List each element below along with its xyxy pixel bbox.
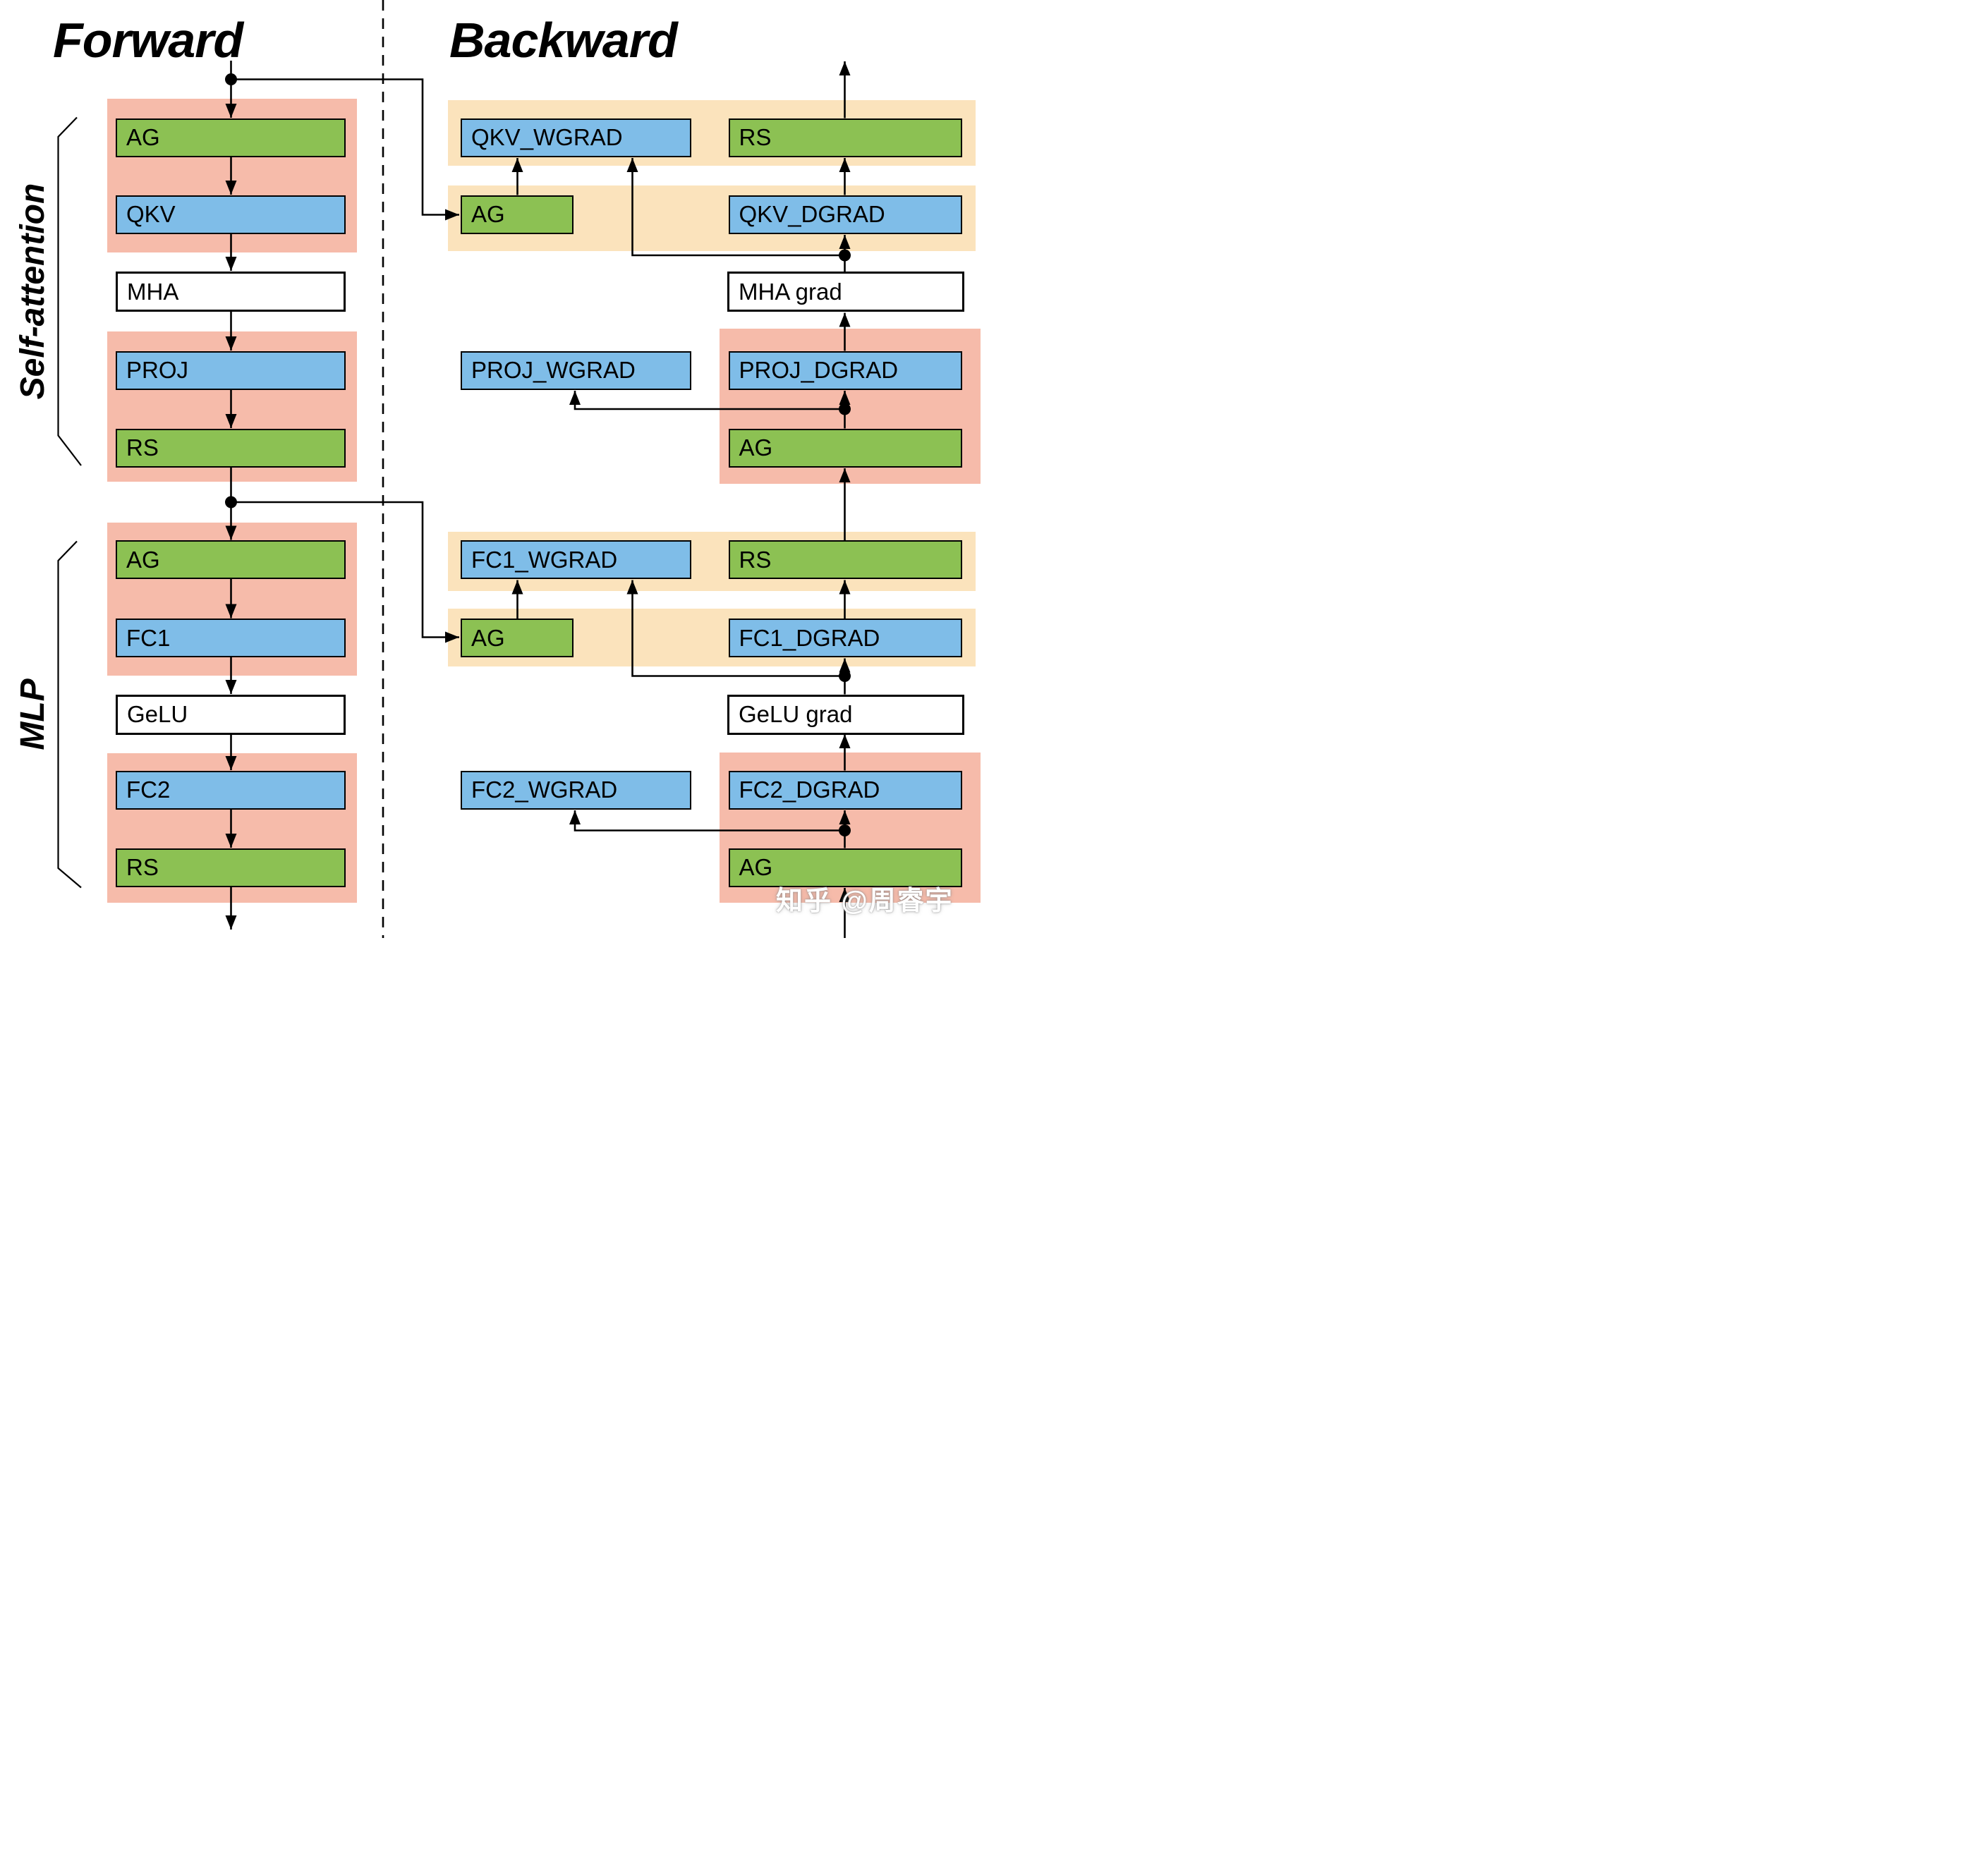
mlp-bracket [57, 540, 82, 889]
mlp-label: MLP [14, 678, 51, 750]
forward-reducescatter-box-2: RS [116, 848, 346, 887]
transformer-tensor-parallel-diagram: Forward Backward Self-attention MLP AG Q… [0, 0, 989, 938]
forward-qkv-box: QKV [116, 195, 346, 234]
backward-qkv-dgrad-box: QKV_DGRAD [728, 195, 962, 234]
branch-dot-proj-grad [839, 403, 851, 415]
forward-fc1-box: FC1 [116, 619, 346, 657]
branch-to-fc2-wgrad [569, 810, 845, 832]
backward-gelu-grad-box: GeLU grad [727, 694, 964, 735]
self-attention-label: Self-attention [14, 183, 51, 400]
connector-input-to-backward-ag1 [231, 78, 459, 221]
forward-proj-box: PROJ [116, 351, 346, 390]
backward-proj-wgrad-box: PROJ_WGRAD [461, 351, 691, 390]
backward-allgather-box-2: AG [728, 428, 962, 468]
backward-fc2-wgrad-box: FC2_WGRAD [461, 770, 691, 810]
forward-mha-box: MHA [116, 272, 346, 312]
diagram-connectors [57, 0, 851, 938]
self-attention-bracket [57, 116, 82, 466]
backward-allgather-box-4: AG [728, 848, 962, 887]
branch-dot-forward-residual [225, 496, 237, 508]
backward-title: Backward [449, 13, 678, 68]
branch-to-proj-wgrad [569, 391, 845, 410]
branch-dot-gelu-grad [839, 670, 851, 682]
forward-reducescatter-box-1: RS [116, 428, 346, 468]
backward-allgather-box-1: AG [461, 195, 574, 234]
backward-reducescatter-box-2: RS [728, 540, 962, 579]
branch-dot-mha-grad [839, 249, 851, 262]
forward-allgather-box-1: AG [116, 118, 346, 157]
branch-to-qkv-wgrad [626, 158, 845, 257]
branch-dot-forward-input [225, 73, 237, 85]
backward-proj-dgrad-box: PROJ_DGRAD [728, 351, 962, 390]
backward-mha-grad-box: MHA grad [727, 272, 964, 312]
branch-to-fc1-wgrad [626, 580, 845, 677]
forward-title: Forward [53, 13, 243, 68]
branch-dot-fc2-grad [839, 824, 851, 836]
backward-qkv-wgrad-box: QKV_WGRAD [461, 118, 691, 157]
backward-reducescatter-box-1: RS [728, 118, 962, 157]
forward-gelu-box: GeLU [116, 694, 346, 735]
forward-fc2-box: FC2 [116, 770, 346, 810]
forward-allgather-box-2: AG [116, 540, 346, 579]
connector-residual-to-backward-ag3 [231, 501, 459, 643]
backward-allgather-box-3: AG [461, 619, 574, 657]
watermark-text: 知乎 @周睿宇 [776, 887, 954, 916]
backward-fc1-dgrad-box: FC1_DGRAD [728, 619, 962, 657]
backward-fc2-dgrad-box: FC2_DGRAD [728, 770, 962, 810]
backward-fc1-wgrad-box: FC1_WGRAD [461, 540, 691, 579]
